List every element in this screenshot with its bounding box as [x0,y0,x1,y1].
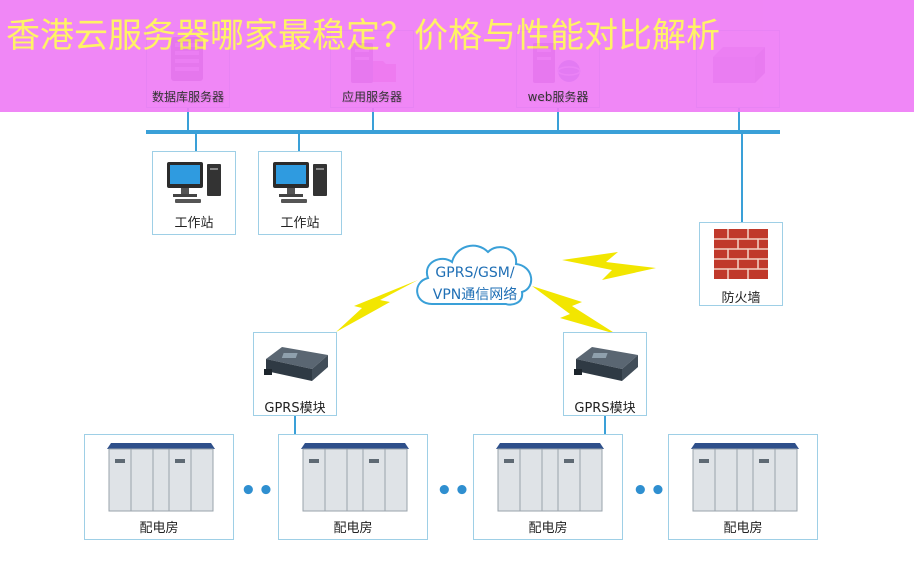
substation-3: 配电房 [473,434,623,540]
banner-title: 香港云服务器哪家最稳定？价格与性能对比解析 [6,16,720,56]
desktop-computer-icon [273,162,327,203]
gprs-module-2-label: GPRS模块 [574,401,636,416]
substation-cabinet-icon [301,443,409,512]
gprs-module-2: GPRS模块 [563,332,647,416]
lightning-bolt-left [336,280,418,332]
bus-drop-firewall [741,133,743,223]
bus-drop-web [557,104,559,132]
database-server-label-overlay: 数据库服务器 [151,90,224,104]
lightning-bolt-top-right [562,252,656,280]
brick-wall-icon [714,229,768,279]
substation-2: 配电房 [278,434,428,540]
bus-drop-app [372,104,374,132]
title-banner: 香港云服务器哪家最稳定？价格与性能对比解析 [0,0,914,112]
desktop-computer-icon [167,162,221,203]
bus-drop-ws1 [195,133,197,153]
substation-cabinet-icon [496,443,604,512]
workstation-2: 工作站 [258,151,342,235]
lightning-bolt-right [532,286,616,334]
workstation-1: 工作站 [152,151,236,235]
firewall-label: 防火墙 [721,291,761,306]
substation-cabinet-icon [107,443,215,512]
firewall-box: 防火墙 [699,222,783,306]
substation-1: 配电房 [84,434,234,540]
gprs-module-1: GPRS模块 [253,332,337,416]
gprs-module-1-label: GPRS模块 [264,401,326,416]
substation-1-label: 配电房 [139,521,179,536]
cloud-network-icon [416,244,532,306]
cloud-label-line1: GPRS/GSM/ [435,265,515,281]
gprs1-drop [294,415,296,437]
cloud-label-line2: VPN通信网络 [432,287,518,303]
gprs-device-icon [574,347,638,381]
bus-drop-db [187,104,189,132]
workstation-2-label: 工作站 [280,216,320,231]
app-server-label-overlay: 应用服务器 [341,90,402,104]
gprs2-drop [604,415,606,437]
bus-drop-ws2 [298,133,300,153]
substation-3-label: 配电房 [528,521,568,536]
gprs-device-icon [264,347,328,381]
substation-cabinet-icon [691,443,799,512]
substation-4-label: 配电房 [723,521,763,536]
substation-4: 配电房 [668,434,818,540]
web-server-label-overlay: web服务器 [527,90,589,104]
bus-drop-storage [738,104,740,132]
substation-2-label: 配电房 [333,521,373,536]
main-bus-line [146,130,780,134]
workstation-1-label: 工作站 [174,216,214,231]
